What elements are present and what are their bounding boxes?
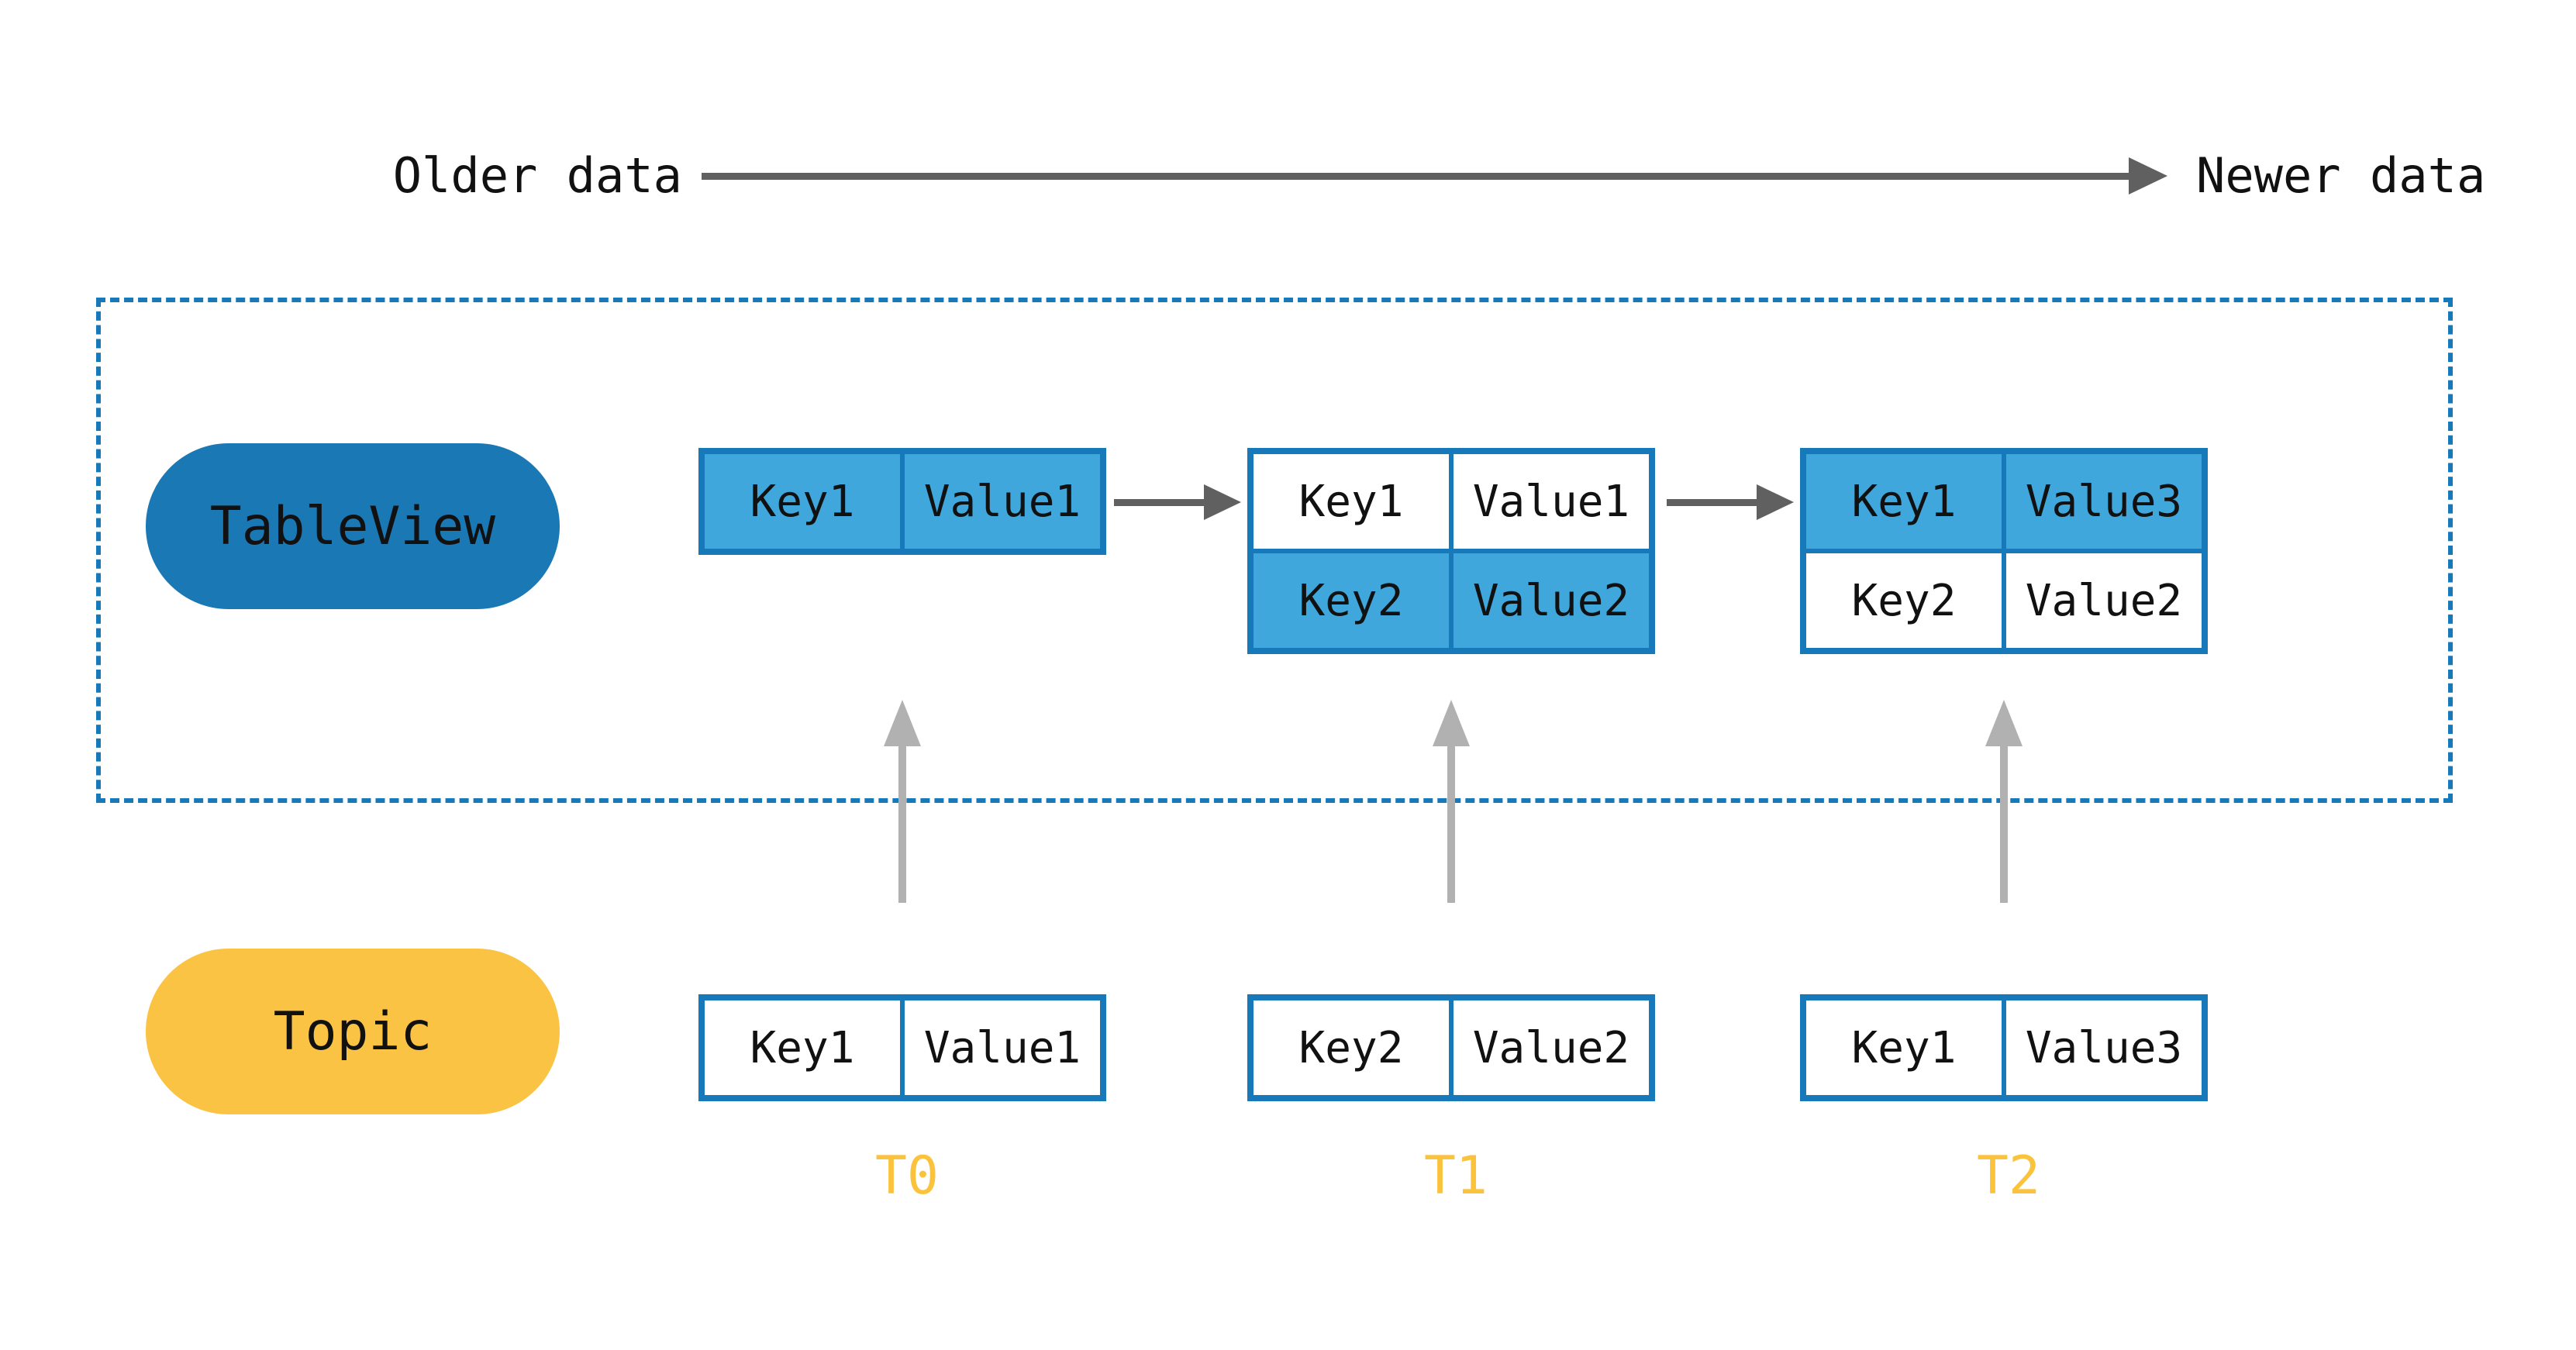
up-arrowhead-icon [1433,700,1470,746]
topic-message-0-table: Key1 Value1 [698,994,1106,1101]
topic-message-1-table: Key2 Value2 [1247,994,1655,1101]
timeline-newer-label: Newer data [2196,147,2486,204]
arrow-line [1667,499,1758,506]
up-arrowhead-icon [884,700,921,746]
value-cell: Value1 [1454,454,1649,549]
key-cell: Key1 [1806,454,2002,549]
time-label-t2: T2 [1977,1145,2040,1207]
value-cell: Value2 [2006,553,2202,648]
value-cell: Value1 [905,1000,1100,1095]
key-cell: Key2 [1806,553,2002,648]
topic-pill-label: Topic [273,1000,433,1062]
key-cell: Key1 [705,454,900,549]
time-label-t0: T0 [875,1145,939,1207]
tableview-dashed-region [96,298,2453,803]
topic-pill: Topic [146,949,560,1114]
tableview-state-0-table: Key1 Value1 [698,448,1106,555]
key-cell: Key2 [1254,553,1449,648]
key-cell: Key1 [1806,1000,2002,1095]
tableview-pill: TableView [146,443,560,609]
arrow-line [898,742,906,903]
topic-message-2-table: Key1 Value3 [1800,994,2208,1101]
arrow-line [1114,499,1205,506]
arrow-line [2000,742,2008,903]
arrow-line [1447,742,1455,903]
timeline-older-label: Older data [392,147,682,204]
value-cell: Value3 [2006,1000,2202,1095]
key-cell: Key2 [1254,1000,1449,1095]
right-arrowhead-icon [1204,484,1241,520]
value-cell: Value1 [905,454,1100,549]
up-arrowhead-icon [1985,700,2023,746]
tableview-state-2-table: Key1 Value3 Key2 Value2 [1800,448,2208,654]
key-cell: Key1 [705,1000,900,1095]
timeline-arrowhead-icon [2129,157,2167,195]
value-cell: Value2 [1454,1000,1649,1095]
value-cell: Value2 [1454,553,1649,648]
time-label-t1: T1 [1424,1145,1488,1207]
timeline-arrow-line [702,173,2130,180]
right-arrowhead-icon [1757,484,1794,520]
tableview-pill-label: TableView [209,495,496,557]
value-cell: Value3 [2006,454,2202,549]
tableview-state-1-table: Key1 Value1 Key2 Value2 [1247,448,1655,654]
key-cell: Key1 [1254,454,1449,549]
